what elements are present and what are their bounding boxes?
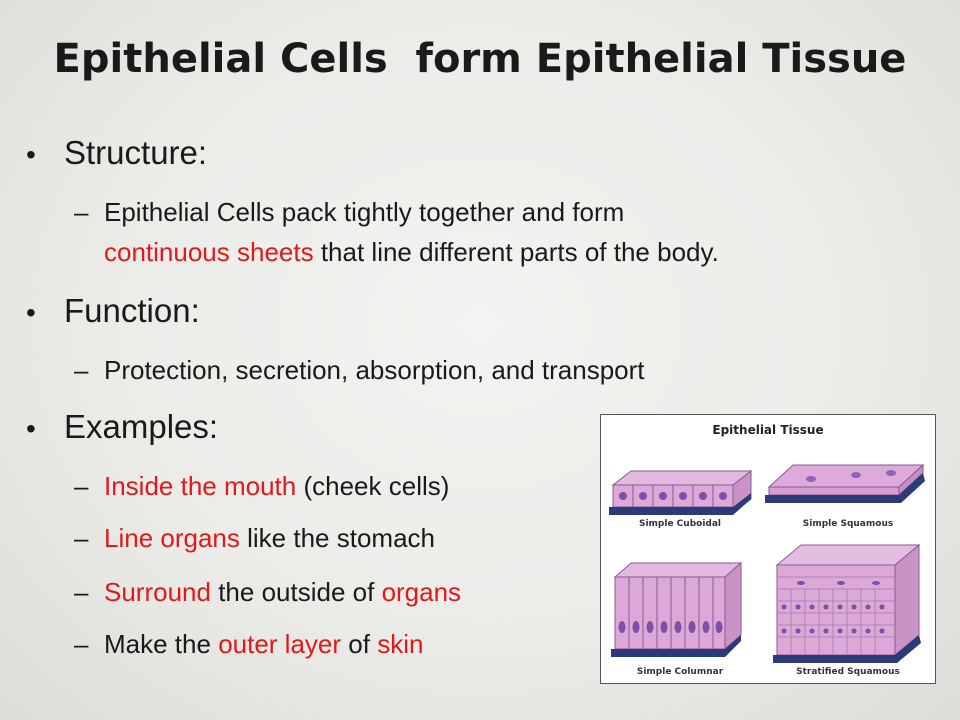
caption-simple-columnar: Simple Columnar (636, 667, 724, 677)
example-highlight: Surround (104, 577, 211, 607)
example-item-4: – Make the outer layer of skin (74, 624, 934, 664)
example-text: Inside the mouth (cheek cells) (104, 466, 934, 506)
caption-simple-squamous: Simple Squamous (802, 519, 894, 529)
dash-marker: – (74, 577, 89, 607)
example-rest: like the stomach (247, 523, 435, 553)
dash-marker: – (74, 197, 89, 227)
dash-marker: – (74, 355, 89, 385)
caption-stratified-squamous: Stratified Squamous (796, 667, 900, 677)
bullet-dot: • (26, 413, 36, 444)
simple-columnar-diagram (611, 561, 743, 657)
structure-text-part: Epithelial Cells pack tightly together a… (104, 197, 625, 227)
bullet-examples: • Examples: (26, 408, 218, 446)
dash-marker: – (74, 471, 89, 501)
example-highlight: Inside the mouth (104, 471, 297, 501)
examples-heading: Examples: (64, 408, 219, 445)
epithelial-tissue-figure: Epithelial Tissue (600, 414, 936, 684)
structure-highlight: continuous sheets (104, 237, 314, 267)
tissue-illustration (609, 463, 925, 663)
example-highlight: skin (377, 629, 424, 659)
simple-cuboidal-diagram (609, 469, 753, 515)
example-text: Surround the outside of organs (104, 572, 934, 612)
figure-title: Epithelial Tissue (712, 423, 824, 437)
structure-text-part: that line different parts of the body. (320, 237, 719, 267)
bullet-structure: • Structure: (26, 134, 207, 172)
structure-text: Epithelial Cells pack tightly together a… (104, 192, 934, 272)
function-heading: Function: (64, 292, 200, 329)
simple-squamous-diagram (765, 463, 925, 503)
structure-item: – Epithelial Cells pack tightly together… (74, 192, 934, 272)
example-item-1: – Inside the mouth (cheek cells) (74, 466, 934, 506)
example-text: Make the outer layer of skin (104, 624, 934, 664)
example-item-3: – Surround the outside of organs (74, 572, 934, 612)
example-item-2: – Line organs like the stomach (74, 518, 934, 558)
structure-heading: Structure: (64, 134, 208, 171)
stratified-squamous-diagram (773, 543, 921, 663)
example-text: Line organs like the stomach (104, 518, 934, 558)
bullet-dot: • (26, 297, 36, 328)
bullet-function: • Function: (26, 292, 200, 330)
caption-simple-cuboidal: Simple Cuboidal (638, 519, 722, 529)
example-rest: the outside of (218, 577, 375, 607)
example-highlight: organs (381, 577, 462, 607)
example-rest: Make the (104, 629, 211, 659)
bullet-dot: • (26, 139, 36, 170)
dash-marker: – (74, 523, 89, 553)
slide-title: Epithelial Cells form Epithelial Tissue (53, 36, 907, 82)
function-item: – Protection, secretion, absorption, and… (74, 350, 934, 390)
example-highlight: outer layer (218, 629, 342, 659)
example-rest: (cheek cells) (303, 471, 450, 501)
function-text: Protection, secretion, absorption, and t… (104, 355, 645, 385)
example-rest: of (348, 629, 370, 659)
dash-marker: – (74, 629, 89, 659)
example-highlight: Line organs (104, 523, 240, 553)
